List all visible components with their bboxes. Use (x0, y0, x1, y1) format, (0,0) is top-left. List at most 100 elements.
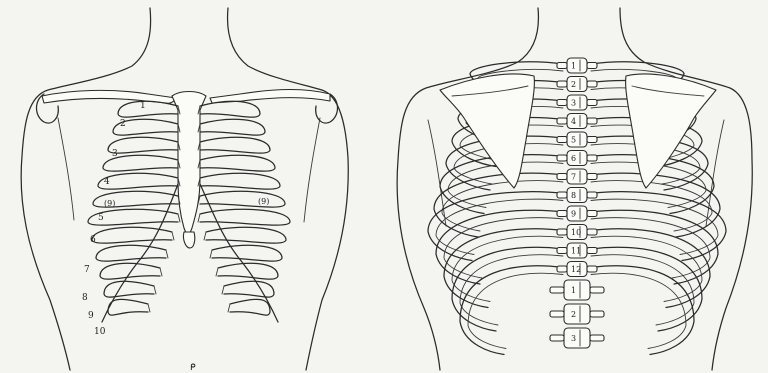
front-right-rib (230, 299, 270, 315)
front-right-cartilage (228, 304, 230, 312)
transverse-process (557, 100, 567, 106)
front-right-rib (200, 209, 290, 225)
thoracic-label-11: 11 (571, 247, 581, 256)
front-right-rib (224, 281, 274, 297)
thoracic-vertebra (567, 169, 587, 184)
back-left-rib-inner (468, 273, 563, 348)
transverse-process (587, 63, 597, 69)
front-right-rib (212, 245, 282, 261)
thoracic-label-10: 10 (571, 228, 581, 237)
front-neck-left-outline (21, 8, 150, 370)
thoracic-label-6: 6 (571, 154, 576, 163)
transverse-process (587, 266, 597, 272)
front-neck-right-outline (228, 8, 349, 370)
lumbar-label-1: 1 (571, 286, 576, 295)
front-right-cartilage (216, 268, 218, 276)
thoracic-vertebra (567, 77, 587, 92)
front-left-rib (118, 101, 178, 117)
front-left-rib (92, 227, 172, 243)
rib-label-7: 7 (84, 265, 90, 275)
rib-label-3: 3 (112, 149, 118, 159)
rib-label-9: 9 (88, 311, 94, 321)
thoracic-label-3: 3 (571, 99, 576, 108)
transverse-process (557, 248, 567, 254)
front-right-rib (218, 263, 278, 279)
front-right-rib (200, 155, 275, 171)
thoracic-label-7: 7 (571, 173, 576, 182)
back-left-rib-inner (460, 255, 563, 325)
lumbar-label-3: 3 (571, 334, 576, 343)
thoracic-vertebra (567, 132, 587, 147)
front-left-rib (100, 263, 160, 279)
front-left-cartilage (172, 232, 174, 240)
transverse-process (557, 155, 567, 161)
left-scapula (440, 74, 534, 188)
transverse-process (550, 287, 564, 293)
front-left-rib (96, 245, 166, 261)
transverse-process (550, 335, 564, 341)
front-right-ribs (198, 101, 290, 315)
transverse-process (557, 118, 567, 124)
thoracic-vertebra (567, 151, 587, 166)
front-left-cartilage (160, 268, 162, 276)
front-right-rib (200, 101, 260, 117)
rib-label-9-marker: (9) (104, 199, 115, 208)
rib-label-8: 8 (82, 293, 88, 303)
transverse-process (590, 287, 604, 293)
thoracic-label-2: 2 (571, 80, 576, 89)
front-left-ribs (88, 101, 180, 315)
transverse-process (590, 335, 604, 341)
rib-label-10: 10 (94, 327, 106, 337)
thoracic-label-8: 8 (571, 191, 576, 200)
front-left-rib (108, 137, 178, 153)
transverse-process (587, 118, 597, 124)
back-right-rib (591, 266, 694, 355)
transverse-process (557, 266, 567, 272)
back-right-rib-inner (591, 273, 686, 348)
transverse-process (557, 137, 567, 143)
transverse-process (557, 174, 567, 180)
lumbar-vertebra (564, 328, 590, 348)
thoracic-label-1: 1 (571, 62, 576, 71)
front-left-cartilage (148, 304, 150, 312)
rib-label-1: 1 (140, 101, 146, 111)
transverse-process (557, 229, 567, 235)
back-arm-right-inner (706, 120, 724, 226)
front-right-cartilage (204, 232, 206, 240)
front-right-rib (200, 119, 265, 135)
back-arm-left-inner (428, 120, 446, 226)
thoracic-label-9: 9 (571, 210, 576, 219)
transverse-process (587, 81, 597, 87)
front-arm-right-inner (304, 118, 320, 222)
lumbar-vertebra (564, 280, 590, 300)
rib-label-5: 5 (98, 213, 104, 223)
right-rib-label-9-marker: (9) (258, 197, 269, 206)
front-left-rib (98, 173, 178, 189)
front-view: 1 2 3 4 (9) 5 6 7 8 9 10 (9) ᑭ (21, 8, 348, 373)
transverse-process (587, 248, 597, 254)
back-left-rib-inner (436, 199, 563, 254)
front-right-rib (200, 191, 285, 207)
thoracic-vertebra (567, 206, 587, 221)
thoracic-label-12: 12 (571, 265, 581, 274)
transverse-process (557, 211, 567, 217)
front-right-rib (206, 227, 286, 243)
front-left-cartilage (178, 214, 180, 222)
spinal-column (550, 58, 604, 348)
thoracic-vertebra (567, 95, 587, 110)
transverse-process (587, 174, 597, 180)
thoracic-vertebra (567, 114, 587, 129)
back-left-rib (460, 266, 563, 355)
back-right-rib-inner (591, 255, 694, 325)
thoracic-vertebra (567, 58, 587, 73)
front-right-cartilage (210, 250, 212, 258)
rib-label-6: 6 (90, 235, 96, 245)
transverse-process (557, 192, 567, 198)
transverse-process (587, 155, 597, 161)
front-left-rib (108, 299, 148, 315)
front-arm-left-inner (58, 118, 74, 220)
front-right-cartilage (198, 214, 200, 222)
front-left-cartilage (154, 286, 156, 294)
